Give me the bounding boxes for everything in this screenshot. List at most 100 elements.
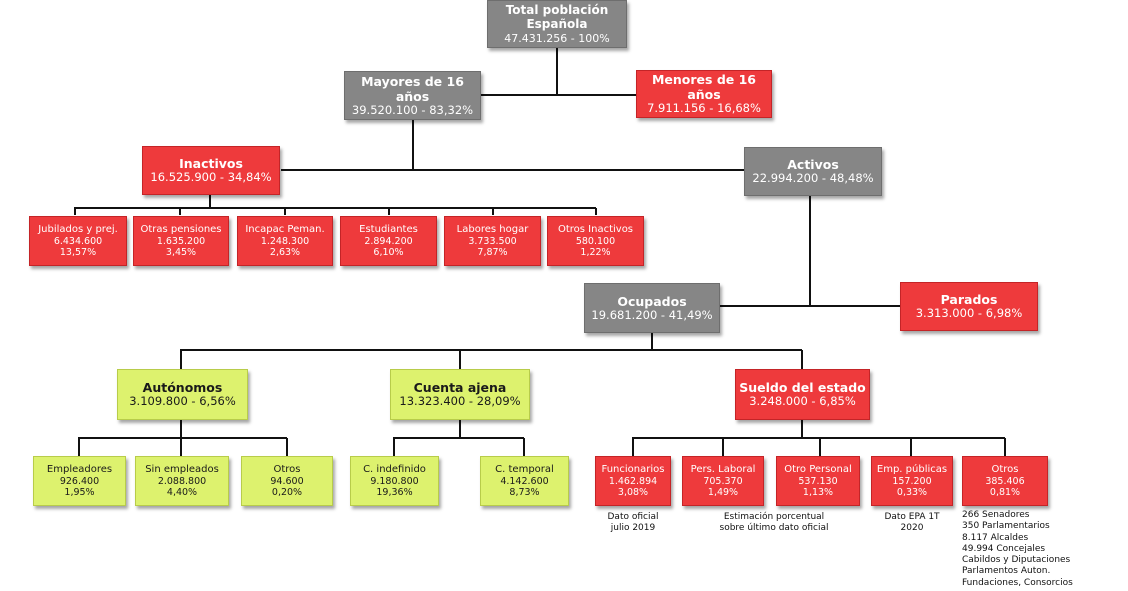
node-otras-pensiones: Otras pensiones 1.635.200 3,45% [133,216,229,266]
node-activos-title: Activos [787,157,839,173]
note-otros: 266 Senadores 350 Parlamentarios 8.117 A… [962,510,1073,588]
node-incapac-pct: 2,63% [269,247,301,258]
node-emp-publicas-title: Emp. públicas [876,463,948,475]
node-inactivos-value: 16.525.900 - 34,84% [150,170,272,185]
node-otros-inactivos: Otros Inactivos 580.100 1,22% [547,216,644,266]
node-ocupados: Ocupados 19.681.200 - 41,49% [584,283,720,333]
node-jubilados-title: Jubilados y prej. [38,223,118,235]
node-menores: Menores de 16 años 7.911.156 - 16,68% [636,70,772,118]
node-labores-hogar: Labores hogar 3.733.500 7,87% [444,216,541,266]
node-indefinido-value: 9.180.800 [370,475,419,487]
note-emp-publicas: Dato EPA 1T 2020 [884,512,940,534]
node-otro-personal: Otro Personal 537.130 1,13% [776,456,860,506]
node-sin-empleados-value: 2.088.800 [157,475,207,487]
node-otros-autonomos-title: Otros [273,463,301,475]
node-incapac: Incapac Peman. 1.248.300 2,63% [237,216,333,266]
note-estimacion: Estimación porcentual sobre último dato … [719,512,829,534]
node-indefinido-title: C. indefinido [363,463,426,475]
node-temporal-value: 4.142.600 [500,475,549,487]
node-indefinido: C. indefinido 9.180.800 19,36% [350,456,439,506]
node-sin-empleados-title: Sin empleados [145,463,219,475]
node-empleadores-title: Empleadores [46,463,113,475]
node-ajena-title: Cuenta ajena [413,380,507,396]
node-empleadores-value: 926.400 [59,475,100,487]
node-parados: Parados 3.313.000 - 6,98% [900,282,1038,331]
node-autonomos-title: Autónomos [142,380,223,396]
node-ocupados-title: Ocupados [617,293,687,309]
node-emp-publicas-value: 157.200 [892,475,932,487]
node-jubilados-pct: 13,57% [59,247,97,258]
node-labores-value: 3.733.500 [468,235,517,247]
node-estudiantes-pct: 6,10% [373,247,404,258]
node-labores-pct: 7,87% [477,247,508,258]
node-cuenta-ajena: Cuenta ajena 13.323.400 - 28,09% [390,369,530,420]
node-otros-inactivos-pct: 1,22% [580,247,611,258]
node-inactivos: Inactivos 16.525.900 - 34,84% [142,146,280,195]
node-autonomos: Autónomos 3.109.800 - 6,56% [117,369,248,420]
node-otro-personal-value: 537.130 [798,475,838,487]
node-sin-empleados-pct: 4,40% [166,487,198,498]
node-activos-value: 22.994.200 - 48,48% [752,171,874,186]
node-activos: Activos 22.994.200 - 48,48% [744,147,882,196]
node-sueldo-estado: Sueldo del estado 3.248.000 - 6,85% [735,369,870,420]
node-estado-title: Sueldo del estado [739,380,866,396]
node-emp-publicas-pct: 0,33% [896,487,928,498]
node-parados-title: Parados [940,292,998,308]
node-total-title: Total población Española [505,3,609,32]
node-emp-publicas: Emp. públicas 157.200 0,33% [871,456,953,506]
node-mayores: Mayores de 16 años 39.520.100 - 83,32% [344,71,481,120]
node-mayores-title: Mayores de 16 años [361,73,464,104]
node-empleadores: Empleadores 926.400 1,95% [33,456,126,506]
node-funcionarios-pct: 3,08% [617,487,649,498]
node-pers-laboral: Pers. Laboral 705.370 1,49% [682,456,764,506]
node-inactivos-title: Inactivos [179,156,243,172]
node-estado-value: 3.248.000 - 6,85% [749,394,856,409]
node-laboral-title: Pers. Laboral [690,463,756,475]
node-otros-inactivos-title: Otros Inactivos [557,223,634,235]
node-incapac-value: 1.248.300 [260,235,310,247]
node-estudiantes-value: 2.894.200 [364,235,413,247]
node-otros-inactivos-value: 580.100 [575,235,616,247]
node-ajena-value: 13.323.400 - 28,09% [399,394,521,409]
node-empleadores-pct: 1,95% [64,487,95,498]
node-total-poblacion: Total población Española 47.431.256 - 10… [487,0,627,48]
node-otros-estado-value: 385.406 [985,475,1025,487]
node-laboral-pct: 1,49% [707,487,739,498]
node-funcionarios-value: 1.462.894 [608,475,658,487]
node-pensiones-value: 1.635.200 [156,235,206,247]
node-total-value: 47.431.256 - 100% [504,31,610,45]
node-otros-estado-pct: 0,81% [989,487,1021,498]
node-temporal-pct: 8,73% [509,487,540,498]
node-autonomos-value: 3.109.800 - 6,56% [129,394,236,409]
node-estudiantes: Estudiantes 2.894.200 6,10% [340,216,437,266]
node-ocupados-value: 19.681.200 - 41,49% [591,307,713,322]
node-estudiantes-title: Estudiantes [359,223,418,235]
node-sin-empleados: Sin empleados 2.088.800 4,40% [135,456,229,506]
node-otros-autonomos-value: 94.600 [270,475,304,487]
node-jubilados: Jubilados y prej. 6.434.600 13,57% [29,216,127,266]
node-temporal: C. temporal 4.142.600 8,73% [480,456,569,506]
node-otros-autonomos-pct: 0,20% [271,487,303,498]
node-funcionarios-title: Funcionarios [601,463,665,475]
node-funcionarios: Funcionarios 1.462.894 3,08% [595,456,671,506]
node-otro-personal-title: Otro Personal [784,463,852,475]
node-otros-autonomos: Otros 94.600 0,20% [241,456,333,506]
node-menores-title: Menores de 16 años [651,72,756,103]
node-parados-value: 3.313.000 - 6,98% [915,306,1023,321]
node-mayores-value: 39.520.100 - 83,32% [351,102,474,117]
node-incapac-title: Incapac Peman. [245,223,325,235]
node-laboral-value: 705.370 [703,475,743,487]
node-pensiones-pct: 3,45% [165,247,197,258]
node-jubilados-value: 6.434.600 [53,235,103,247]
node-temporal-title: C. temporal [495,463,554,475]
node-labores-title: Labores hogar [456,223,529,235]
note-funcionarios: Dato oficial julio 2019 [607,512,659,534]
node-indefinido-pct: 19,36% [376,487,413,498]
node-menores-value: 7.911.156 - 16,68% [647,101,761,116]
node-otro-personal-pct: 1,13% [802,487,834,498]
node-pensiones-title: Otras pensiones [140,223,222,235]
node-otros-estado-title: Otros [991,463,1019,475]
node-otros-estado: Otros 385.406 0,81% [962,456,1048,506]
